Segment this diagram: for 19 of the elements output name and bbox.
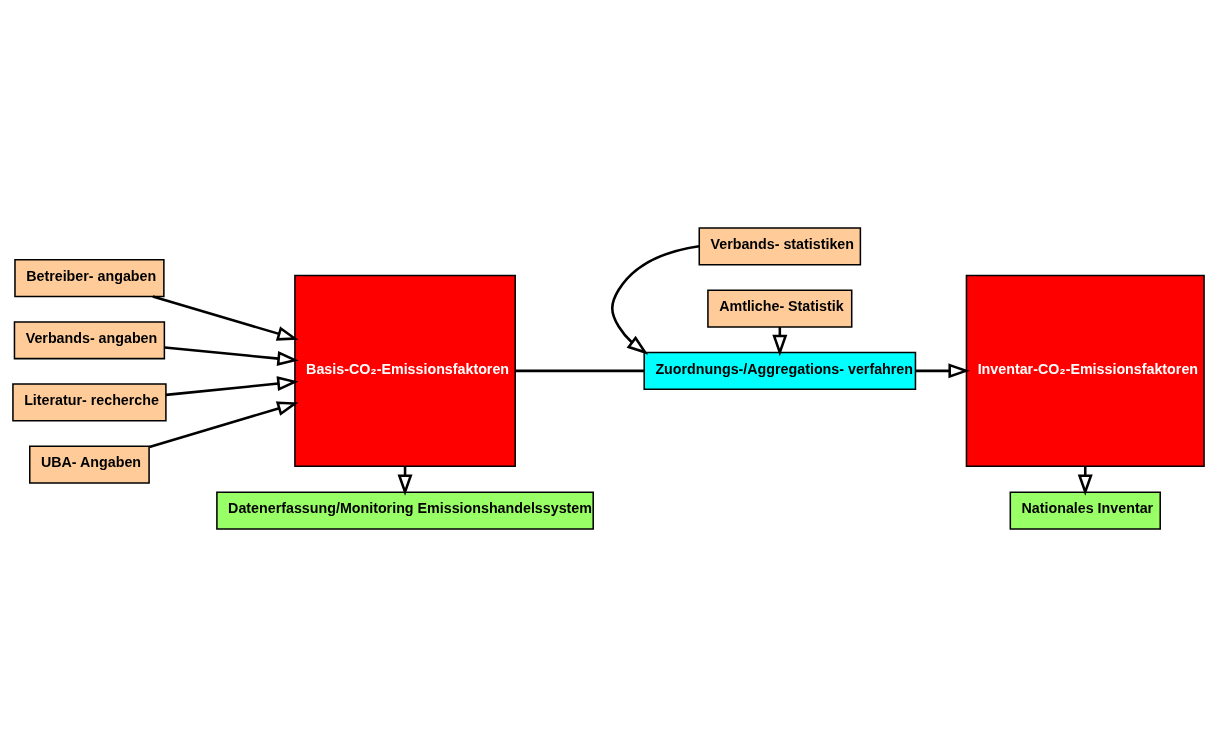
node-box: Amtliche- Statistik (707, 289, 853, 328)
node-box: Verbands- statistiken (698, 226, 862, 266)
node-box: Zuordnungs-/Aggregations- verfahren (643, 351, 917, 390)
node-box: Literatur- recherche (12, 382, 167, 422)
arrow (149, 400, 299, 448)
node-box: Inventar-CO₂-Emissionsfaktoren (965, 274, 1205, 467)
arrow (164, 345, 299, 366)
arrow (915, 362, 970, 378)
node-box: Nationales Inventar (1009, 490, 1161, 530)
arrow (1077, 465, 1093, 496)
node-box: Datenerfassung/Monitoring Emissionshandelssystem (216, 490, 594, 530)
arrow (611, 244, 700, 355)
node-box: Verbands- angaben (13, 320, 166, 359)
node-box: Betreiber- angaben (14, 258, 165, 297)
arrow (165, 375, 299, 396)
node-box: Basis-CO₂-Emissionsfaktoren (294, 274, 516, 467)
connector (515, 369, 645, 372)
node-box: UBA- Angaben (29, 445, 150, 484)
arrow (152, 294, 299, 341)
